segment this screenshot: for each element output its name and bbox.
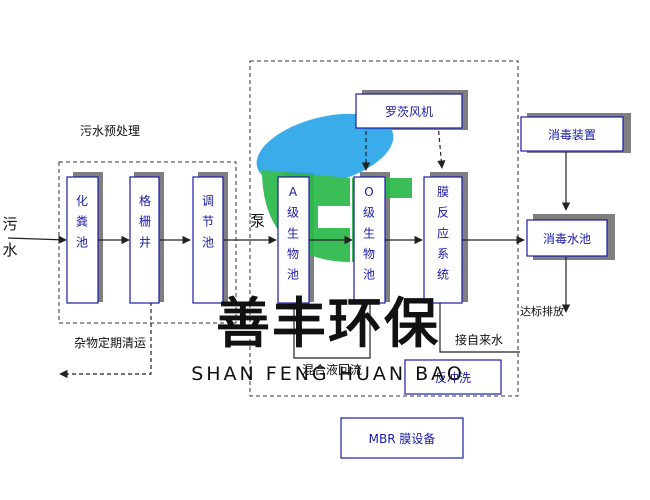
membrane-reactor-label: 膜反应系统 — [437, 185, 449, 282]
grille-well-box — [129, 176, 160, 304]
mbr-equipment-box — [340, 417, 464, 459]
disinfection-device-box — [520, 116, 624, 152]
grille-well-label: 格栅井 — [139, 193, 151, 249]
mixed-reflux-label: 混合液回流 — [302, 362, 362, 377]
watermark-name: 善丰环保 — [216, 292, 440, 355]
backwash-box — [404, 359, 502, 395]
o-tank-box — [353, 176, 386, 304]
roots-blower-label: 罗茨风机 — [385, 105, 433, 119]
regulating-tank-label: 调节池 — [202, 194, 214, 249]
septic-tank-box — [66, 176, 99, 304]
pump-label: 泵 — [250, 212, 265, 230]
watermark-pinyin: SHAN FENG HUAN BAO — [191, 363, 465, 385]
regulating-tank-box — [192, 176, 224, 304]
disinfection-tank-label: 消毒水池 — [543, 232, 591, 246]
sludge-cleaning-label: 杂物定期清运 — [74, 335, 146, 350]
tap-water-label: 接自来水 — [455, 332, 503, 347]
process-boxes — [66, 93, 624, 459]
discharge-label: 达标排放 — [520, 304, 564, 318]
roots-blower-box — [355, 93, 463, 129]
disinfection-tank-box — [526, 219, 608, 257]
inflow-label: 污水 — [2, 215, 17, 259]
septic-tank-label: 化粪池 — [76, 194, 88, 249]
flow-arrows — [7, 123, 571, 379]
membrane-reactor-box — [423, 176, 463, 304]
mbr-equipment-label: MBR 膜设备 — [369, 432, 436, 446]
biochemical-boundary — [249, 60, 519, 397]
pretreatment-label: 污水预处理 — [80, 124, 140, 138]
disinfection-device-label: 消毒装置 — [548, 128, 596, 142]
a-tank-box — [277, 176, 310, 304]
backwash-label: 反冲洗 — [435, 370, 471, 385]
